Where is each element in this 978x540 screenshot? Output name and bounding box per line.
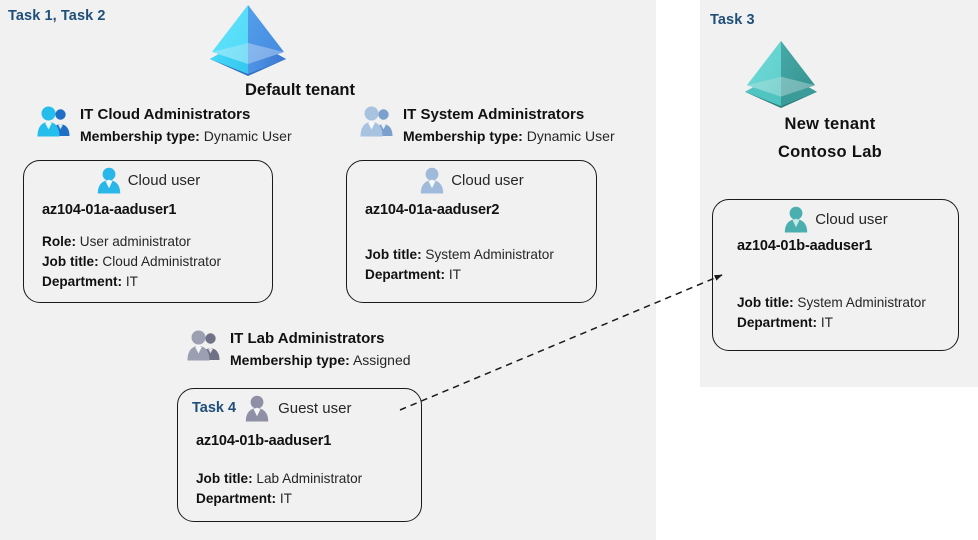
attribute-value: IT (448, 266, 461, 282)
group-membership-key: Membership type: (403, 127, 523, 144)
attribute-row: Job title: Lab Administrator (196, 469, 421, 489)
attribute-value: IT (125, 273, 138, 289)
group-membership-key: Membership type: (230, 351, 350, 368)
attribute-row: Department: IT (42, 272, 272, 292)
attribute-key: Job title: (365, 247, 422, 262)
group-membership-value: Dynamic User (526, 127, 615, 144)
group-users-icon (36, 105, 73, 138)
group-membership-type: Membership type: Assigned (230, 351, 411, 369)
attribute-key: Role: (42, 234, 76, 249)
group-membership-type: Membership type: Dynamic User (80, 127, 292, 145)
group-header-it-system-administrators: IT System Administrators Membership type… (359, 105, 615, 145)
task-label-4: Task 4 (192, 400, 237, 416)
attribute-key: Department: (737, 314, 818, 330)
attribute-value: User administrator (79, 234, 191, 249)
attribute-value: Lab Administrator (256, 471, 363, 486)
default-tenant-block: Default tenant (205, 2, 395, 102)
user-type-label: Cloud user (451, 171, 524, 189)
attribute-value: Cloud Administrator (102, 253, 222, 269)
default-tenant-name: Default tenant (244, 81, 355, 99)
group-users-icon (186, 329, 223, 362)
user-principal-name: az104-01b-aaduser1 (196, 433, 332, 449)
user-card-az104-01a-aaduser1[interactable]: Cloud user az104-01a-aaduser1 Role: User… (23, 160, 273, 303)
attribute-key: Job title: (737, 295, 794, 310)
group-users-icon (359, 105, 396, 138)
attribute-value: IT (820, 314, 833, 330)
attribute-row: Department: IT (737, 313, 958, 333)
attribute-value: IT (279, 490, 292, 506)
card-header: Cloud user (347, 163, 596, 197)
new-tenant-name-line1: New tenant (784, 115, 876, 133)
task-label-3: Task 3 (710, 12, 755, 28)
cloud-user-icon (419, 167, 445, 194)
card-header: Task 4 Guest user (178, 391, 421, 425)
attribute-row: Role: User administrator (42, 232, 272, 252)
group-title: IT System Administrators (403, 106, 585, 123)
group-header-it-lab-administrators: IT Lab Administrators Membership type: A… (186, 329, 411, 369)
attribute-row: Department: IT (365, 265, 596, 285)
user-principal-name: az104-01a-aaduser1 (42, 202, 177, 218)
user-card-new-tenant-az104-01b-aaduser1[interactable]: Cloud user az104-01b-aaduser1 Job title:… (712, 199, 959, 351)
azure-ad-tenant-icon (740, 38, 920, 108)
user-principal-name: az104-01a-aaduser2 (365, 202, 500, 218)
attribute-row: Job title: System Administrator (365, 245, 596, 265)
card-header: Cloud user (24, 163, 272, 197)
azure-ad-tenant-icon (205, 2, 395, 76)
attribute-key: Job title: (42, 253, 99, 269)
guest-user-icon (244, 395, 270, 422)
card-header: Cloud user (713, 202, 958, 236)
attribute-row: Department: IT (196, 489, 421, 509)
user-type-label: Cloud user (127, 171, 201, 189)
attribute-key: Department: (365, 266, 446, 282)
attribute-row: Job title: System Administrator (737, 293, 958, 313)
group-title: IT Cloud Administrators (80, 106, 251, 123)
attribute-key: Department: (196, 490, 277, 506)
group-membership-key: Membership type: (80, 127, 200, 144)
user-attributes: Job title: System Administrator Departme… (713, 293, 958, 333)
user-attributes: Role: User administrator Job title: Clou… (24, 232, 272, 292)
cloud-user-icon (783, 206, 809, 233)
task-label-1-2: Task 1, Task 2 (8, 8, 106, 24)
cloud-user-icon (96, 167, 122, 194)
attribute-key: Department: (42, 273, 123, 289)
new-tenant-name-line2: Contoso Lab (777, 142, 883, 161)
attribute-value: System Administrator (797, 295, 926, 310)
new-tenant-block: New tenant Contoso Lab (740, 38, 920, 164)
user-attributes: Job title: System Administrator Departme… (347, 245, 596, 285)
user-card-guest-az104-01b-aaduser1[interactable]: Task 4 Guest user az104-01b-aaduser1 Job… (177, 388, 422, 522)
attribute-value: System Administrator (425, 247, 554, 262)
user-type-label: Cloud user (815, 210, 888, 228)
user-principal-name: az104-01b-aaduser1 (737, 238, 873, 254)
attribute-row: Job title: Cloud Administrator (42, 252, 272, 272)
group-title: IT Lab Administrators (230, 330, 385, 347)
group-membership-value: Dynamic User (203, 127, 292, 144)
group-membership-value: Assigned (352, 351, 411, 368)
user-attributes: Job title: Lab Administrator Department:… (178, 469, 421, 509)
attribute-key: Job title: (196, 471, 253, 486)
user-card-az104-01a-aaduser2[interactable]: Cloud user az104-01a-aaduser2 Job title:… (346, 160, 597, 303)
group-membership-type: Membership type: Dynamic User (403, 127, 615, 145)
group-header-it-cloud-administrators: IT Cloud Administrators Membership type:… (36, 105, 292, 145)
user-type-label: Guest user (278, 399, 352, 417)
